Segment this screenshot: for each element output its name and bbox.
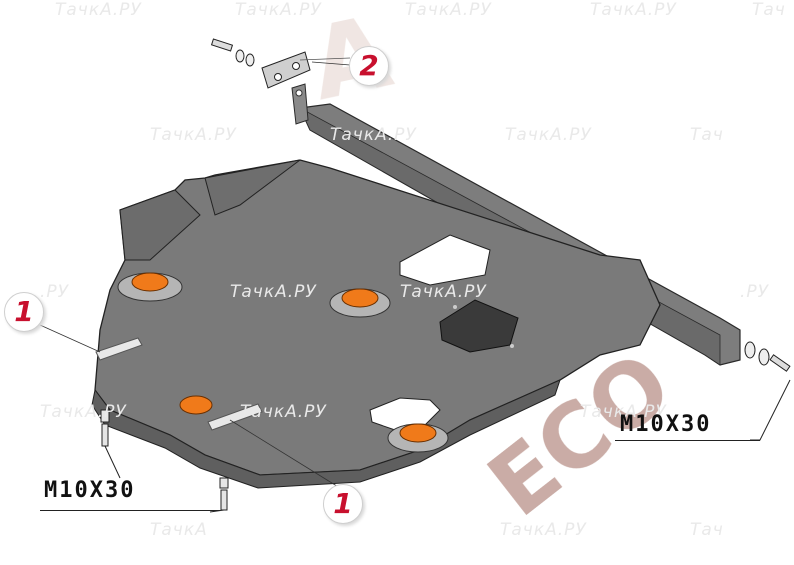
lower-fasteners bbox=[100, 409, 229, 513]
watermark-text: ТачкА.РУ bbox=[40, 402, 127, 422]
washer bbox=[758, 348, 770, 366]
watermark-text: Тач bbox=[690, 520, 724, 540]
spacer-plate bbox=[95, 337, 143, 361]
watermark-text: ТачкА.РУ bbox=[230, 282, 317, 302]
watermark-text: ТачкА.РУ bbox=[240, 402, 327, 422]
bolt bbox=[769, 354, 791, 372]
watermark-text: ТачкА.РУ bbox=[500, 520, 587, 540]
spec-label-left: M10X30 bbox=[44, 478, 136, 503]
spacer-plate bbox=[207, 403, 263, 431]
cutout-front bbox=[369, 397, 441, 431]
spec-label-right: M10X30 bbox=[620, 412, 712, 437]
watermark-text: ТачкА.РУ bbox=[405, 0, 492, 20]
watermark-text: .РУ bbox=[740, 282, 770, 302]
spec-underline-left bbox=[40, 510, 220, 511]
watermark-text: ТачкА.РУ bbox=[150, 125, 237, 145]
bracket bbox=[261, 51, 311, 89]
watermark-text: Тач bbox=[690, 125, 724, 145]
callout-plate-lower: 1 bbox=[323, 484, 363, 524]
cutout-center bbox=[399, 234, 491, 286]
watermark-text: ТачкА.РУ bbox=[330, 125, 417, 145]
bolt bbox=[210, 38, 234, 52]
watermark-text: ТачкА.РУ bbox=[590, 0, 677, 20]
watermark-text: Тач bbox=[752, 0, 786, 20]
watermark-text: .РУ bbox=[40, 282, 70, 302]
bracket-assembly bbox=[210, 38, 351, 89]
mount-pad bbox=[387, 423, 449, 453]
drain-hatch bbox=[439, 299, 519, 353]
right-fastener bbox=[744, 341, 791, 441]
skid-plate bbox=[91, 83, 741, 489]
callout-bracket: 2 bbox=[349, 46, 389, 86]
spec-underline-right bbox=[615, 440, 760, 441]
mount-pad bbox=[179, 395, 213, 415]
front-lip bbox=[91, 379, 561, 489]
mount-pad bbox=[329, 288, 391, 318]
watermark-text: ТачкА.РУ bbox=[400, 282, 487, 302]
watermark-text: ТачкА.РУ bbox=[580, 402, 667, 422]
watermark-text: ТачкА.РУ bbox=[505, 125, 592, 145]
mount-pad bbox=[117, 272, 183, 302]
washer bbox=[744, 341, 756, 359]
washer bbox=[245, 53, 255, 67]
watermark-text: ТачкА bbox=[150, 520, 208, 540]
watermark-text: ТачкА.РУ bbox=[235, 0, 322, 20]
left-wing bbox=[204, 159, 301, 216]
washer bbox=[235, 49, 245, 63]
callout-plate: 1 bbox=[4, 292, 44, 332]
leader-lines bbox=[39, 61, 351, 489]
watermark-text: ТачкА.РУ bbox=[55, 0, 142, 20]
